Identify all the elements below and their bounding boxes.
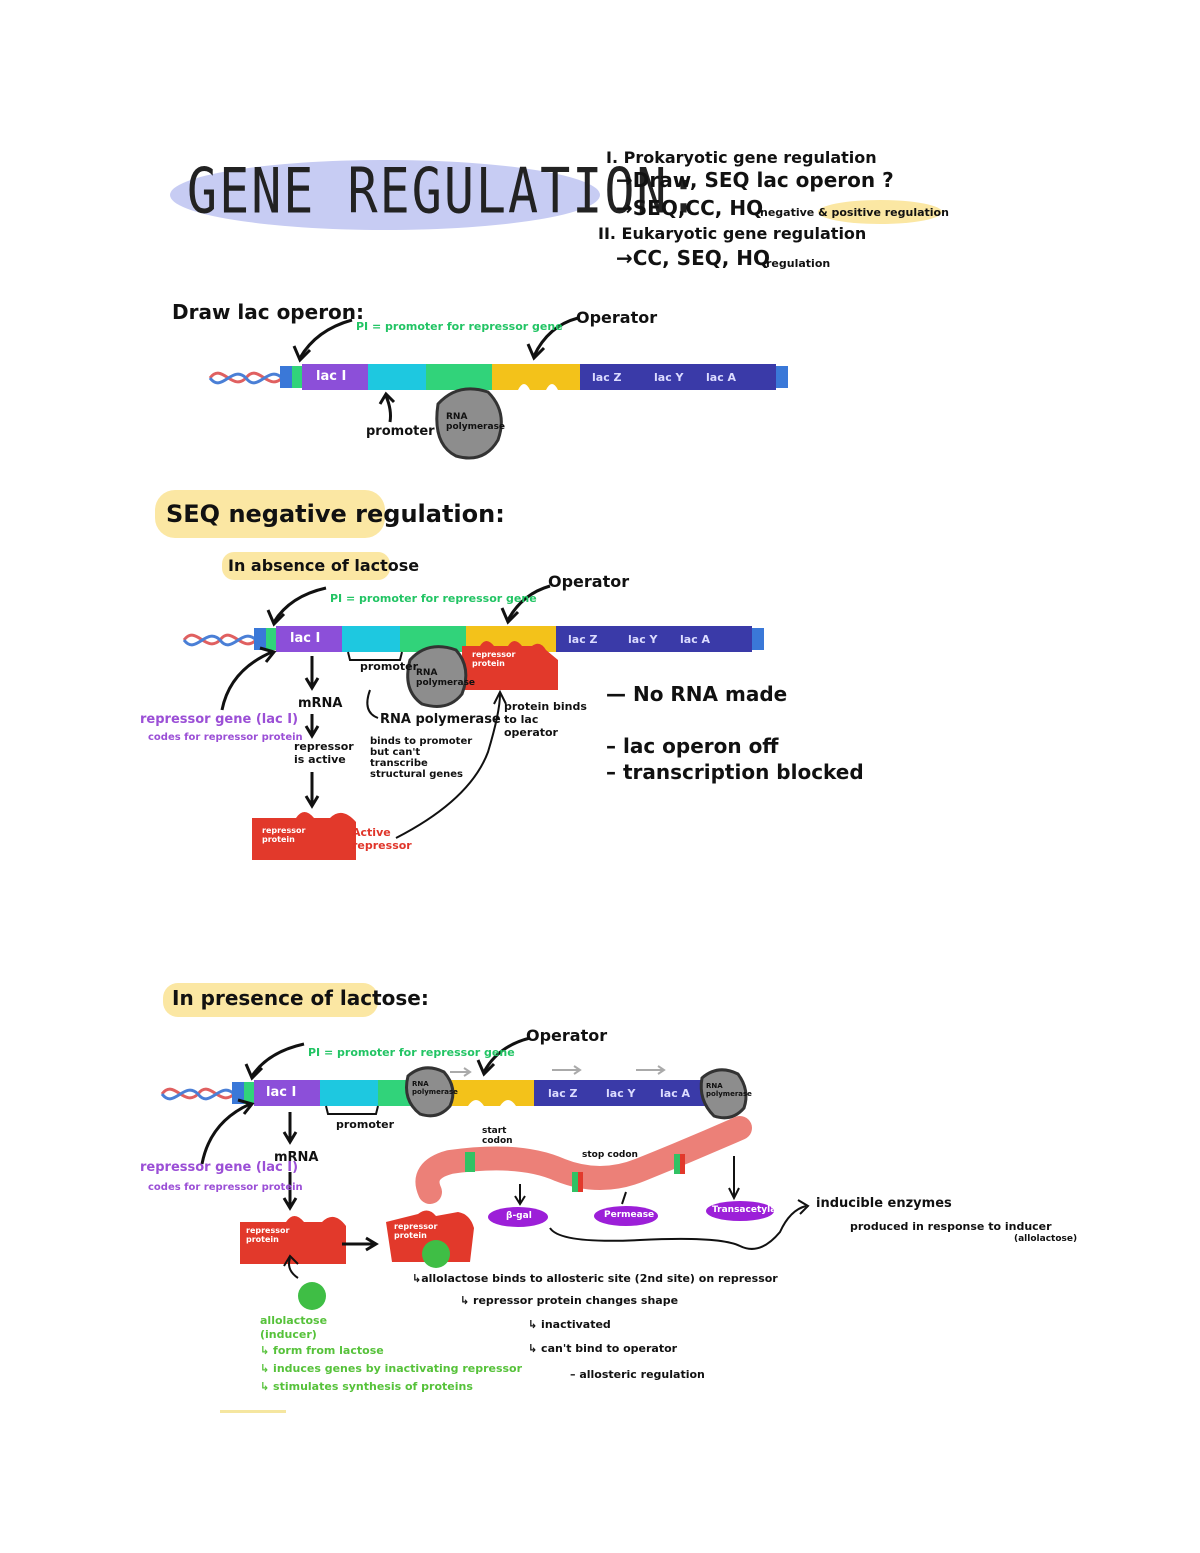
gene-lac-y: lac Y xyxy=(654,371,684,384)
green-note-3: ↳ form from lactose xyxy=(260,1344,384,1357)
repressor-on-dna-label: repressor protein xyxy=(472,650,516,668)
promoter-label-2: promoter xyxy=(360,660,419,673)
gene-lac-a-2: lac A xyxy=(680,633,711,646)
section-1-heading: Draw lac operon: xyxy=(172,300,365,324)
green-note-2: (inducer) xyxy=(260,1328,317,1341)
gene-lac-z: lac Z xyxy=(592,371,622,384)
outline-highlight xyxy=(818,200,942,224)
lac-i-label: lac I xyxy=(316,369,347,384)
gene-lac-a: lac A xyxy=(706,371,737,384)
outline-line-2: →Draw, SEQ lac operon ? xyxy=(616,168,894,192)
section-3-heading: In presence of lactose: xyxy=(172,986,429,1010)
allo-note-3: ↳ inactivated xyxy=(528,1318,611,1331)
gene-lac-a-3: lac A xyxy=(660,1087,691,1100)
rna-pol-label-3a: RNA polymerase xyxy=(412,1080,458,1096)
gene-lac-z-3: lac Z xyxy=(548,1087,578,1100)
enzyme-transacetylase: Transacetylase xyxy=(712,1205,788,1215)
section-2-heading: SEQ negative regulation: xyxy=(166,500,505,528)
operon-3 xyxy=(160,1036,810,1413)
rna-pol-note: RNA polymerase xyxy=(380,712,501,727)
green-note-1: allolactose xyxy=(260,1314,328,1327)
gene-lac-y-3: lac Y xyxy=(606,1087,636,1100)
section-2-subheading: In absence of lactose xyxy=(228,556,420,575)
green-note-5: ↳ stimulates synthesis of proteins xyxy=(260,1380,473,1393)
outline-line-1: I. Prokaryotic gene regulation xyxy=(606,148,877,167)
title-highlight xyxy=(170,160,600,230)
repressor-gene-label: repressor gene (lac I) xyxy=(140,712,299,727)
page-title: GENE REGULATION: xyxy=(187,155,701,228)
repressor-gene-label-3: repressor gene (lac I) xyxy=(140,1160,299,1175)
stop-codon-label: stop codon xyxy=(582,1150,638,1160)
mrna-label-3: mRNA xyxy=(274,1150,319,1165)
lac-i-label-3: lac I xyxy=(266,1085,297,1100)
pi-label: PI = promoter for repressor gene xyxy=(356,320,563,333)
repressor-gene-sub-3: codes for repressor protein xyxy=(148,1182,303,1193)
outline-line-5-note: regulation xyxy=(766,257,831,270)
rna-pol-label-3b: RNA polymerase xyxy=(706,1082,752,1098)
lac-i-label-2: lac I xyxy=(290,631,321,646)
result-3: – transcription blocked xyxy=(606,760,864,784)
rna-polymerase-label-2: RNA polymerase xyxy=(416,668,476,688)
allo-note-2: ↳ repressor protein changes shape xyxy=(460,1294,679,1307)
result-3-text: transcription blocked xyxy=(622,760,864,784)
outline-line-4: II. Eukaryotic gene regulation xyxy=(598,224,867,243)
allo-note-1: ↳allolactose binds to allosteric site (2… xyxy=(412,1272,778,1285)
operon-1 xyxy=(208,316,788,460)
repressor-gene-sub: codes for repressor protein xyxy=(148,732,303,743)
rna-pol-note-2: binds to promoter but can't transcribe s… xyxy=(370,736,473,780)
promoter-label: promoter xyxy=(366,424,435,439)
allo-note-5: – allosteric regulation xyxy=(570,1368,705,1381)
result-1: — No RNA made xyxy=(606,682,788,706)
result-2: – lac operon off xyxy=(606,734,779,758)
gene-lac-z-2: lac Z xyxy=(568,633,598,646)
promoter-label-3: promoter xyxy=(336,1118,395,1131)
pi-label-2: PI = promoter for repressor gene xyxy=(330,592,537,605)
inducible-sub: produced in response to inducer xyxy=(850,1220,1052,1233)
absence-highlight xyxy=(222,552,390,580)
result-2-text: lac operon off xyxy=(622,734,779,758)
start-codon-label: start codon xyxy=(482,1126,513,1146)
enzyme-permease: Permease xyxy=(604,1210,655,1220)
pi-label-3: PI = promoter for repressor gene xyxy=(308,1046,515,1059)
operator-label-2: Operator xyxy=(548,572,630,591)
operator-label-3: Operator xyxy=(526,1026,608,1045)
result-1-text: No RNA made xyxy=(632,682,788,706)
presence-highlight xyxy=(163,983,378,1017)
protein-binds-label: protein binds to lac operator xyxy=(504,700,587,739)
green-note-4: ↳ induces genes by inactivating represso… xyxy=(260,1362,523,1375)
outline-line-5: →CC, SEQ, HQ xyxy=(616,246,771,270)
inducible-label: inducible enzymes xyxy=(816,1196,952,1211)
seq-heading-highlight xyxy=(155,490,385,538)
free-repressor-label: repressor protein xyxy=(262,826,306,844)
active-repressor-label: Active repressor xyxy=(352,826,412,852)
repressor-label-3a: repressor protein xyxy=(246,1226,290,1244)
outline-line-3: →SEQ,CC, HQ xyxy=(616,196,764,220)
rna-polymerase-label: RNA polymerase xyxy=(446,412,506,432)
gene-lac-y-2: lac Y xyxy=(628,633,658,646)
repressor-label-3b: repressor protein xyxy=(394,1222,438,1240)
operon-2 xyxy=(182,584,764,860)
outline-line-3-note: negative & positive regulation xyxy=(760,206,949,219)
mrna-label-2: mRNA xyxy=(298,696,343,711)
repressor-active-label: repressor is active xyxy=(294,740,354,766)
enzyme-beta-gal: β-gal xyxy=(506,1211,532,1221)
inducible-sub-2: (allolactose) xyxy=(1014,1234,1078,1244)
operator-label: Operator xyxy=(576,308,658,327)
allo-note-4: ↳ can't bind to operator xyxy=(528,1342,678,1355)
